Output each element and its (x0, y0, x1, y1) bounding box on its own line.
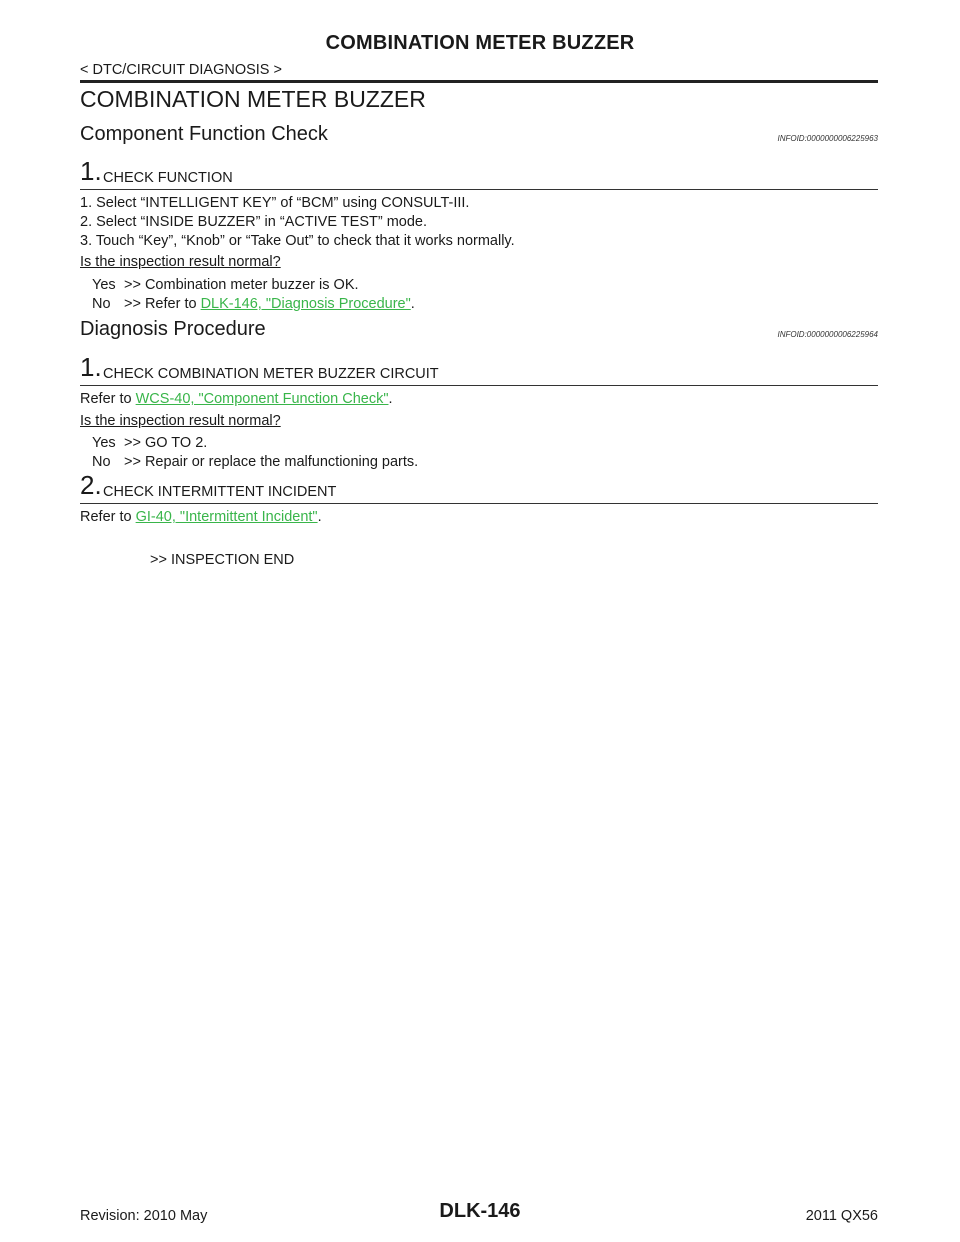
step-check-buzzer-circuit: 1. CHECK COMBINATION METER BUZZER CIRCUI… (80, 352, 878, 386)
page-header-title: COMBINATION METER BUZZER (325, 32, 635, 54)
answer-text: >> Refer to (124, 296, 201, 312)
answer-suffix: . (410, 296, 415, 312)
list-item: 2. Select “INSIDE BUZZER” in “ACTIVE TES… (80, 214, 428, 230)
refer-prefix: Refer to (80, 391, 136, 407)
answer-text: >> Combination meter buzzer is OK. (124, 277, 359, 293)
answer-text: >> GO TO 2. (124, 435, 208, 451)
list-item: 1. Select “INTELLIGENT KEY” of “BCM” usi… (80, 195, 470, 211)
footer-revision: Revision: 2010 May (80, 1208, 208, 1224)
list-item: 3. Touch “Key”, “Knob” or “Take Out” to … (80, 233, 515, 249)
answer-no: No >> Repair or replace the malfunctionin… (92, 454, 418, 470)
section-title-component-check: Component Function Check (80, 123, 328, 145)
header-divider (80, 80, 878, 83)
answer-text: >> Repair or replace the malfunctioning … (124, 454, 419, 470)
refer-line: Refer to GI-40, "Intermittent Incident". (80, 509, 322, 525)
inspection-end: >> INSPECTION END (150, 552, 295, 568)
step-number: 1. (80, 156, 102, 186)
link-intermittent-incident[interactable]: GI-40, "Intermittent Incident" (135, 509, 318, 525)
refer-line: Refer to WCS-40, "Component Function Che… (80, 391, 393, 407)
answer-yes: Yes >> GO TO 2. (92, 435, 207, 451)
breadcrumb: < DTC/CIRCUIT DIAGNOSIS > (80, 62, 282, 78)
step-label: CHECK INTERMITTENT INCIDENT (103, 484, 337, 500)
answer-key: No (92, 296, 111, 312)
footer-page-number: DLK-146 (439, 1200, 521, 1222)
infoid-component-check: INFOID:0000000006225963 (777, 134, 878, 143)
refer-suffix: . (317, 509, 322, 525)
step-label: CHECK FUNCTION (103, 170, 233, 186)
footer-model: 2011 QX56 (805, 1208, 878, 1224)
step-check-intermittent-incident: 2. CHECK INTERMITTENT INCIDENT (80, 470, 878, 504)
refer-suffix: . (388, 391, 393, 407)
answer-yes: Yes >> Combination meter buzzer is OK. (92, 277, 359, 293)
link-diagnosis-procedure[interactable]: DLK-146, "Diagnosis Procedure" (200, 296, 411, 312)
infoid-diagnosis: INFOID:0000000006225964 (777, 330, 878, 339)
section-title-diagnosis: Diagnosis Procedure (80, 318, 266, 340)
step-label: CHECK COMBINATION METER BUZZER CIRCUIT (103, 366, 439, 382)
step-number: 2. (80, 470, 102, 500)
inspection-question: Is the inspection result normal? (80, 413, 281, 429)
step-check-function: 1. CHECK FUNCTION (80, 156, 878, 190)
main-title: COMBINATION METER BUZZER (80, 86, 426, 112)
answer-key: Yes (92, 435, 116, 451)
answer-key: No (92, 454, 111, 470)
refer-prefix: Refer to (80, 509, 136, 525)
step-number: 1. (80, 352, 102, 382)
link-component-function-check[interactable]: WCS-40, "Component Function Check" (135, 391, 389, 407)
answer-key: Yes (92, 277, 116, 293)
answer-no: No >> Refer to DLK-146, "Diagnosis Proced… (92, 296, 415, 312)
inspection-question: Is the inspection result normal? (80, 254, 281, 270)
